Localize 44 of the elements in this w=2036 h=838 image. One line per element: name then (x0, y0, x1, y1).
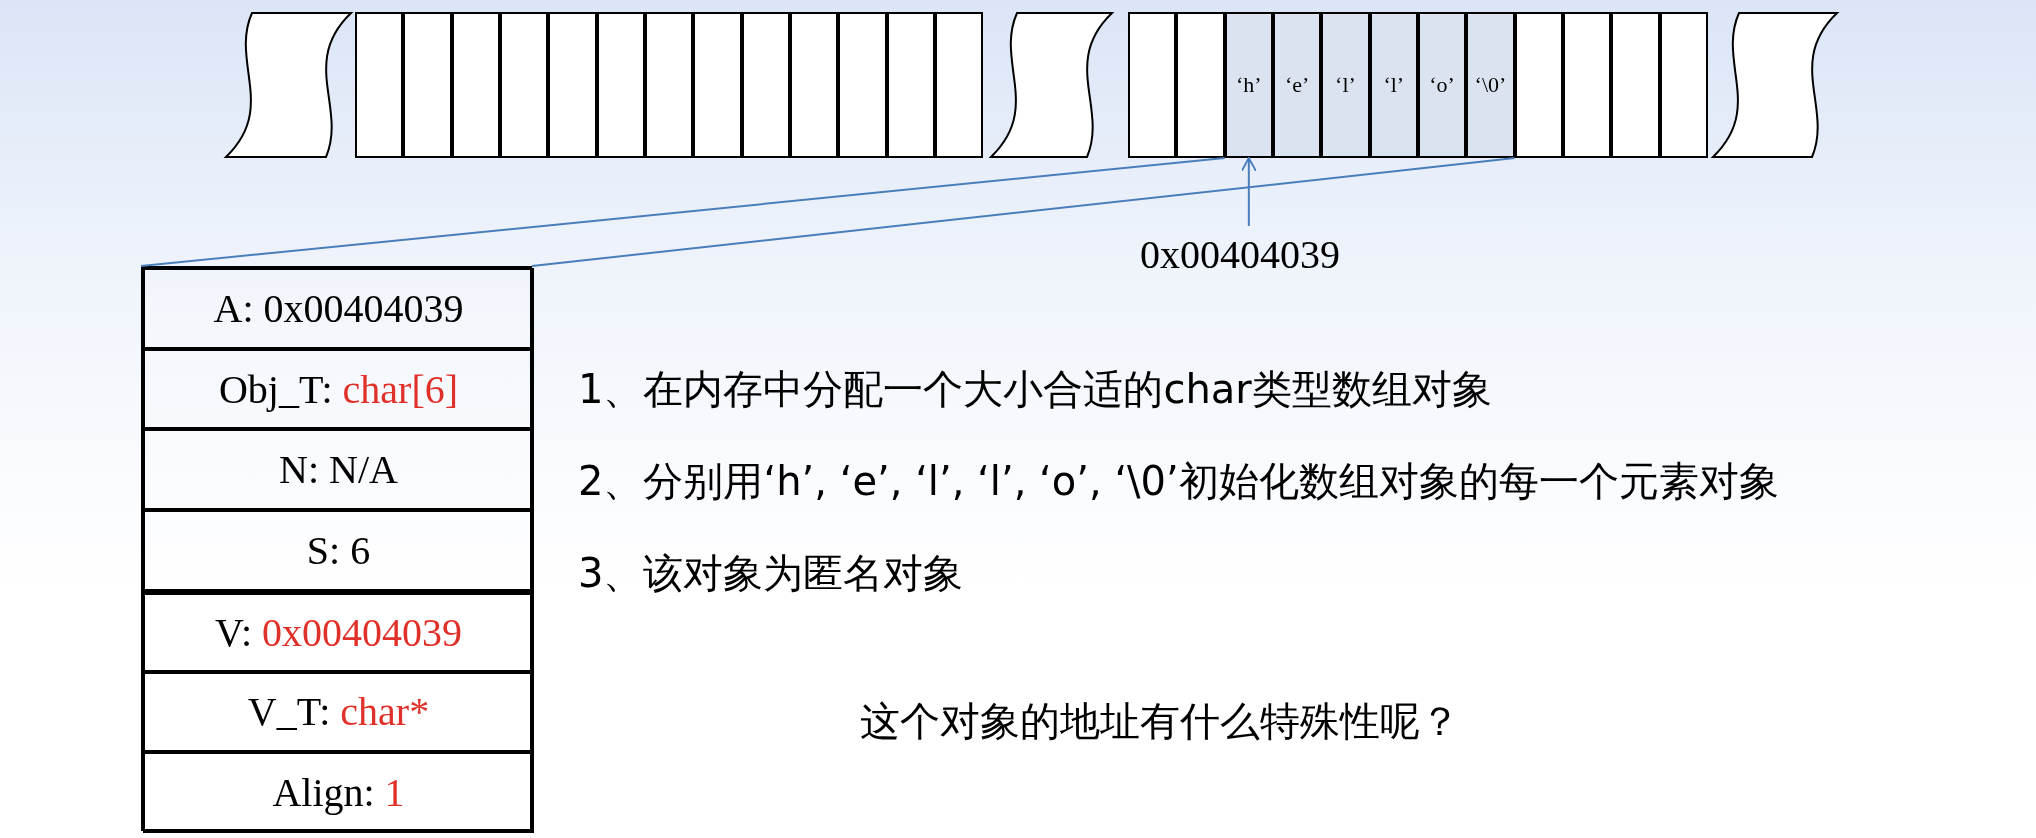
table-row: Align: 1 (143, 752, 534, 833)
leader-line (140, 157, 1226, 267)
memory-cell: ‘l’ (1321, 12, 1370, 158)
question-text: 这个对象的地址有什么特殊性呢？ (860, 697, 1460, 746)
memory-cell (1659, 12, 1708, 158)
memory-cell: ‘o’ (1417, 12, 1467, 158)
memory-cell (548, 12, 597, 158)
leader-line (531, 157, 1516, 267)
statement-text: 3、该对象为匿名对象 (578, 549, 964, 598)
table-row: N: N/A (143, 429, 534, 511)
memory-cell (451, 12, 500, 158)
memory-cell (838, 12, 887, 158)
break-symbol (1712, 12, 1838, 158)
memory-cell (934, 12, 984, 158)
memory-cell: ‘l’ (1369, 12, 1418, 158)
arrow (1240, 157, 1257, 227)
table-row: A: 0x00404039 (143, 268, 534, 349)
memory-cell: ‘\0’ (1466, 12, 1515, 158)
table-row: V: 0x00404039 (143, 590, 534, 672)
memory-cell (1176, 12, 1225, 158)
memory-cell (693, 12, 742, 158)
table-row: Obj_T: char[6] (143, 348, 534, 430)
memory-cell (741, 12, 790, 158)
memory-cell (644, 12, 694, 158)
break-symbol (990, 12, 1113, 158)
object-table (141, 266, 532, 831)
memory-cell (1562, 12, 1612, 158)
break-symbol (225, 12, 352, 158)
address-label: 0x00404039 (1110, 226, 1370, 282)
memory-cell (403, 12, 452, 158)
table-row: S: 6 (143, 510, 534, 591)
memory-cell: ‘h’ (1224, 12, 1273, 158)
statement-text: 1、在内存中分配一个大小合适的char类型数组对象 (578, 365, 1492, 414)
memory-cell (1128, 12, 1177, 158)
memory-cell (886, 12, 935, 158)
memory-cell (355, 12, 404, 158)
memory-cell (1611, 12, 1660, 158)
table-row: V_T: char* (143, 671, 534, 753)
memory-cell (1514, 12, 1563, 158)
memory-cell (596, 12, 645, 158)
memory-cell: ‘e’ (1273, 12, 1322, 158)
memory-cell (500, 12, 549, 158)
statement-text: 2、分别用‘h’, ‘e’, ‘l’, ‘l’, ‘o’, ‘\0’初始化数组对象的每一个元素对象 (578, 457, 1779, 506)
memory-cell (789, 12, 839, 158)
